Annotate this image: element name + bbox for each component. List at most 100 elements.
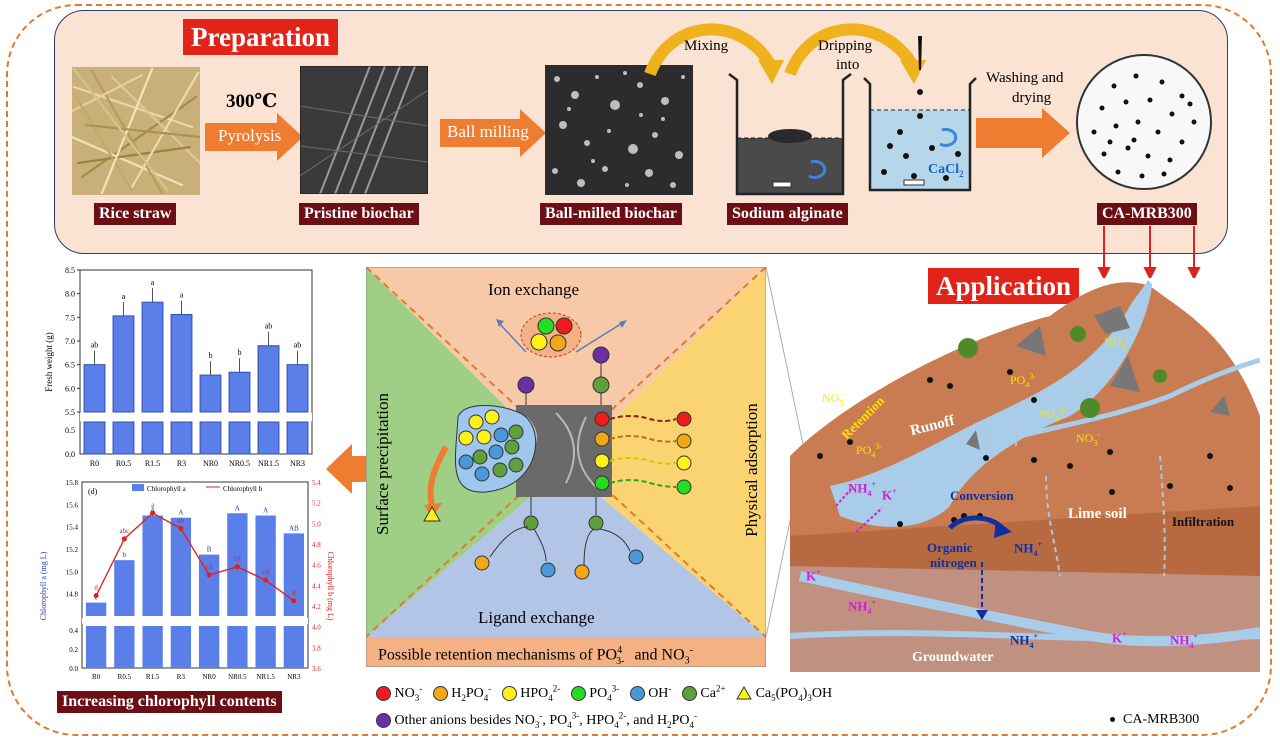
fw-xtick-label: NR3 xyxy=(290,459,305,468)
fw-bar-upper xyxy=(286,364,309,413)
preparation-title: Preparation xyxy=(183,19,338,55)
washing-label: Washing and xyxy=(986,70,1064,86)
fw-ytick-label: 8.5 xyxy=(65,266,75,275)
fw-bar-lower xyxy=(170,421,193,455)
legend-row-1: NO3- H2PO4- HPO42- PO43- OH- Ca2+ Ca5(PO… xyxy=(376,683,832,702)
fw-letter: a xyxy=(122,292,126,301)
fw-ytick-label: 6.5 xyxy=(65,361,75,370)
ch-y2tick-label: 5.4 xyxy=(312,479,321,487)
ch-y2tick-label: 4.8 xyxy=(312,541,321,549)
into-label: into xyxy=(836,57,860,73)
ch-letter-b: cd xyxy=(262,568,269,576)
ch-ylabel: Chlorophyll a (mg L) xyxy=(39,551,48,620)
conversion-label: Conversion xyxy=(950,488,1014,503)
surface-precipitation-label: Surface precipitation xyxy=(373,392,392,536)
ch-ytick-label: 0.4 xyxy=(69,627,78,635)
soil-landscape xyxy=(790,280,1260,672)
ball-milling-label: Ball milling xyxy=(447,122,529,141)
ch-bar-lower xyxy=(114,626,135,668)
ch-point-b xyxy=(121,536,127,542)
ch-xtick-label: NR0 xyxy=(203,673,217,681)
fw-letter: ab xyxy=(91,341,99,350)
ch-letter-a: A xyxy=(178,509,183,517)
fw-letter: ab xyxy=(294,341,302,350)
drying-label: drying xyxy=(1012,90,1052,106)
fw-bar-lower xyxy=(199,421,222,455)
chlorophyll-chart: (d) Chlorophyll a (mg L) Chlorophyll b (mg… xyxy=(39,479,335,681)
ch-y2tick-label: 3.6 xyxy=(312,665,321,673)
legend-row-2: Other anions besides NO3-, PO43-, HPO42-… xyxy=(376,710,697,729)
ch-plot-frame xyxy=(81,481,309,669)
k-groundwater-label: K+ xyxy=(1112,630,1127,646)
ch-bar-upper xyxy=(114,560,135,616)
nitrogen-label: nitrogen xyxy=(930,555,977,570)
fw-bar-lower xyxy=(83,421,106,455)
ch-bar-upper xyxy=(142,515,163,616)
ch-xtick-label: NR1.5 xyxy=(256,673,275,681)
fw-xtick-label: R0 xyxy=(90,459,99,468)
ch-bar-lower xyxy=(198,626,220,668)
k-left-label: K+ xyxy=(882,487,897,503)
nh4-conversion-label: NH4+ xyxy=(1014,540,1043,558)
ch-bar-lower xyxy=(283,626,305,668)
ch-ytick-label: 15.2 xyxy=(66,546,79,554)
ch-letter-a: AB xyxy=(289,524,299,532)
ca-mrb300-dish xyxy=(1076,54,1212,190)
washing-arrow xyxy=(976,108,1070,158)
legend-ca-mrb300: CA-MRB300 xyxy=(1110,712,1199,728)
ball-milled-biochar-label: Ball-milled biochar xyxy=(540,203,682,225)
po4-label-2: PO43- xyxy=(1040,406,1067,424)
ch-y2label: Chlorophyll b (mg L) xyxy=(326,551,335,620)
ligand-exchange-label: Ligand exchange xyxy=(478,608,595,627)
fw-ytick-label: 0.5 xyxy=(65,426,75,435)
fw-letter: b xyxy=(238,348,242,357)
ch-point-b xyxy=(150,510,156,516)
fw-plot-frame xyxy=(79,269,313,455)
ch-letter-b: ab xyxy=(178,517,185,525)
nh4-left-label: NH4+ xyxy=(848,480,877,498)
legend-ca: Ca2+ xyxy=(681,683,726,701)
fresh-weight-ylabel: Fresh weight (g) xyxy=(44,332,54,392)
ch-bar-upper xyxy=(283,533,305,616)
ch-xtick-label: R0 xyxy=(92,673,101,681)
ch-point-b xyxy=(263,577,269,583)
ch-ytick-label: 15.8 xyxy=(66,479,79,487)
fw-ytick-label: 6.0 xyxy=(65,384,75,393)
po4-label-1: PO43- xyxy=(1010,372,1037,390)
fw-ytick-label: 8.0 xyxy=(65,290,75,299)
physical-adsorption-label: Physical adsorption xyxy=(742,403,761,537)
pristine-biochar-label: Pristine biochar xyxy=(299,203,419,225)
ch-point-b xyxy=(291,598,297,604)
ch-y2tick-label: 4.0 xyxy=(312,624,321,632)
fw-bar-lower xyxy=(228,421,251,455)
ch-bar-lower xyxy=(255,626,276,668)
fw-ytick-label: 7.5 xyxy=(65,313,75,322)
ch-legend-swatch-a xyxy=(132,484,144,491)
ch-panel-label: (d) xyxy=(88,487,98,496)
fw-xtick-label: R3 xyxy=(177,459,186,468)
fw-letter: b xyxy=(209,351,213,360)
fw-bar-lower xyxy=(257,421,280,455)
ch-xtick-label: NR0.5 xyxy=(228,673,247,681)
application-arrows xyxy=(1097,226,1201,278)
ch-xtick-label: R1.5 xyxy=(146,673,160,681)
application-title: Application xyxy=(928,268,1080,304)
legend-po4: PO43- xyxy=(570,683,619,702)
nh4-groundwater-label: NH4+ xyxy=(1010,632,1039,650)
nh4-groundwater-right-label: NH4+ xyxy=(1170,632,1199,650)
legend-hpo4: HPO42- xyxy=(501,683,560,702)
rice-straw-image xyxy=(72,67,200,195)
cacl2-beaker xyxy=(863,36,977,192)
no3-label-left: NO3- xyxy=(822,390,847,408)
no3-label-top: NO3- xyxy=(1104,334,1129,352)
ch-letter-b: a xyxy=(151,501,155,509)
fw-ytick-label: 5.5 xyxy=(65,408,75,417)
fw-bar-upper xyxy=(141,301,164,413)
pyrolysis-label: Pyrolysis xyxy=(218,126,282,145)
organic-label: Organic xyxy=(927,540,973,555)
ch-letter-a: b xyxy=(123,551,127,559)
fw-letter: a xyxy=(180,290,184,299)
fw-bar-lower xyxy=(286,421,309,455)
fw-ytick-label: 0.0 xyxy=(65,450,75,459)
legend-other-anions: Other anions besides NO3-, PO43-, HPO42-… xyxy=(376,710,697,729)
